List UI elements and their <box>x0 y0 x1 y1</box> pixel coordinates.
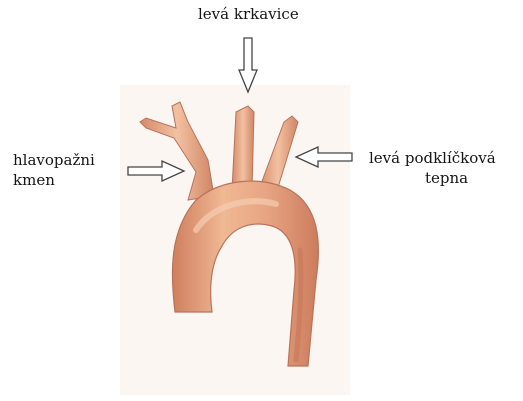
left-common-carotid <box>232 106 254 190</box>
label-left-common-carotid: levá krkavice <box>198 4 299 24</box>
label-brachiocephalic-trunk: hlavopažni kmen <box>13 150 95 190</box>
label-line-2: tepna <box>369 168 496 188</box>
label-line-1: levá podklíčková <box>369 148 496 168</box>
label-line-2: kmen <box>13 170 95 190</box>
label-line-1: hlavopažni <box>13 150 95 170</box>
label-left-subclavian: levá podklíčková tepna <box>369 148 496 188</box>
arrow-down-icon <box>239 38 257 92</box>
